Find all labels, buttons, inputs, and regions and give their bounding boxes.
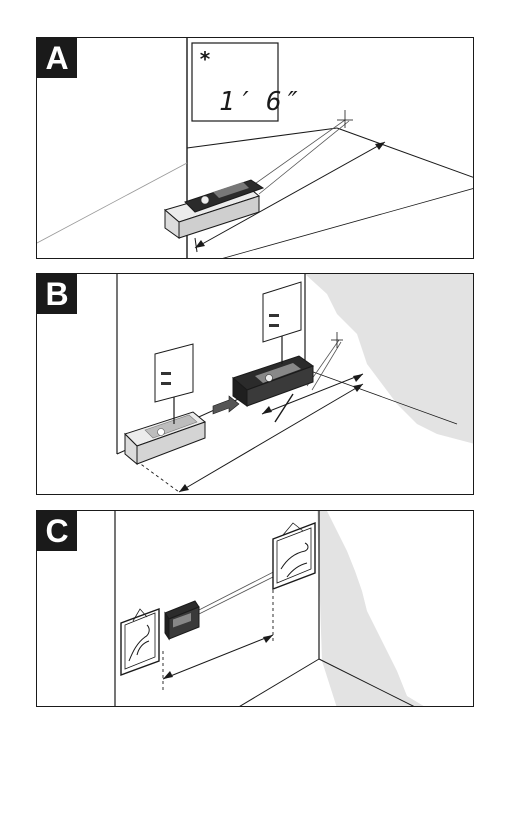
panel-b: B xyxy=(36,273,474,495)
display-card-start xyxy=(155,344,193,424)
wall-floor-line xyxy=(237,659,319,707)
measurement-arrow-long xyxy=(179,384,363,492)
lcd-reading: 1′ 6″ xyxy=(219,87,298,117)
panel-c: C xyxy=(36,510,474,707)
floor-edge-right xyxy=(337,128,474,178)
wall-floor-line xyxy=(187,128,337,148)
laser-measure-device-start xyxy=(125,412,205,464)
laser-beam xyxy=(249,120,345,188)
floor-wall-edge-left xyxy=(37,163,187,243)
arrow-head-end xyxy=(375,142,385,150)
panel-label: B xyxy=(37,274,77,314)
panel-a-illustration: * 1′ 6″ xyxy=(37,38,474,259)
panel-label: C xyxy=(37,511,77,551)
picture-frame-left xyxy=(121,609,159,675)
laser-measure-device xyxy=(165,601,199,639)
hidden-edge xyxy=(187,118,474,163)
wall-shadow xyxy=(317,511,427,707)
lcd-symbol: * xyxy=(199,47,211,71)
panel-c-illustration xyxy=(37,511,474,707)
panel-b-illustration xyxy=(37,274,474,495)
laser-measure-device xyxy=(165,180,263,238)
measure-button-icon xyxy=(201,196,209,204)
move-direction-arrow-icon xyxy=(213,396,239,414)
display-card-end xyxy=(263,282,301,364)
panel-a: A * 1′ 6″ xyxy=(36,37,474,259)
panel-label: A xyxy=(37,38,77,78)
measurement-arrow xyxy=(163,635,273,679)
lcd-display: * 1′ 6″ xyxy=(192,43,298,121)
picture-frame-right xyxy=(273,523,315,589)
